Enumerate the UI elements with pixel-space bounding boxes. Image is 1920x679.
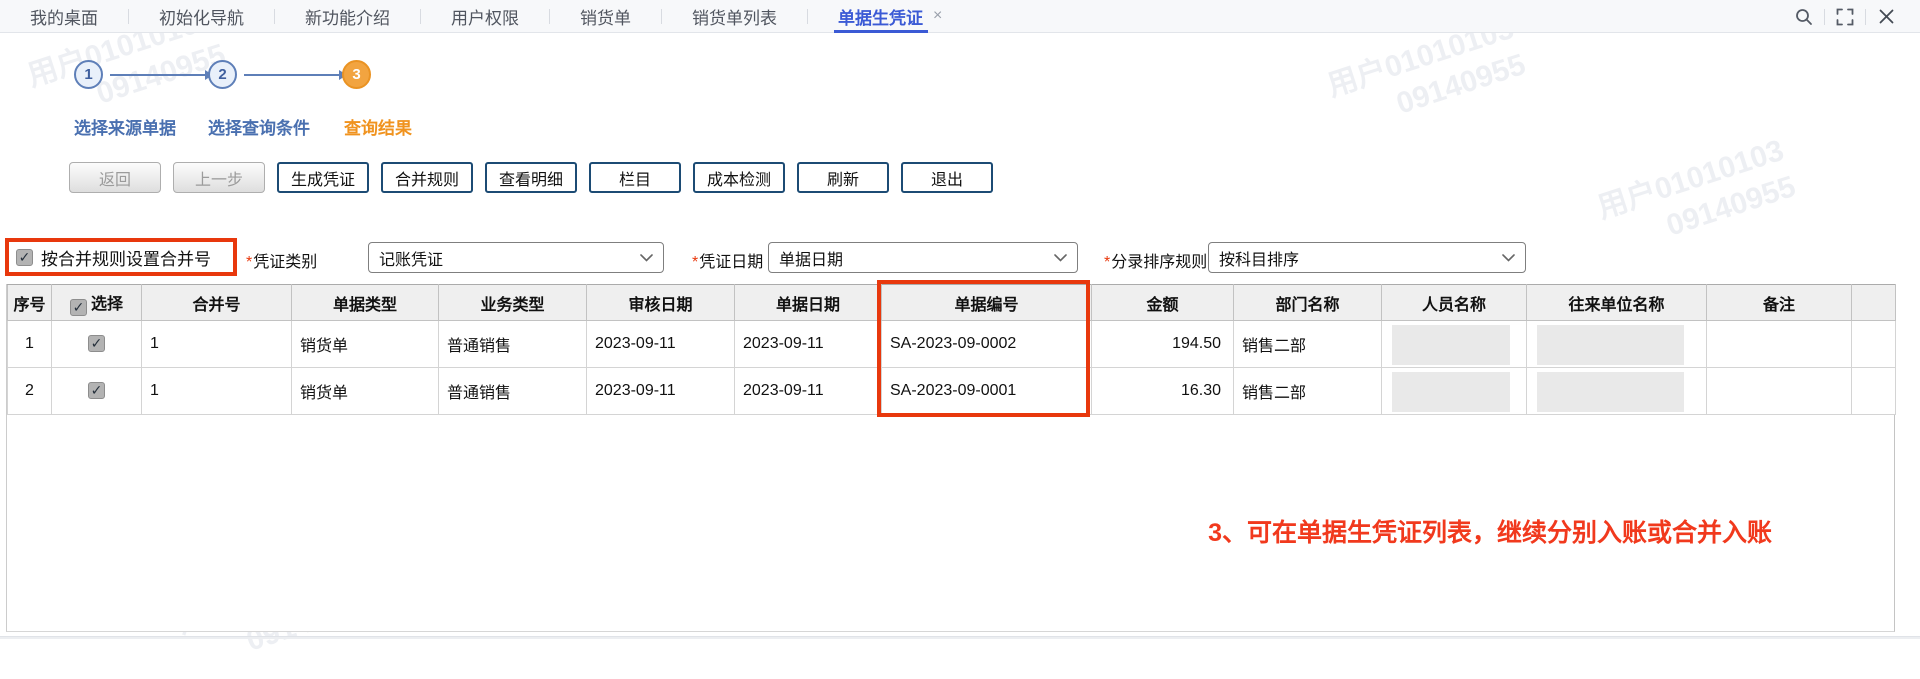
cell-seq: 2: [8, 368, 52, 415]
cell-biz-type: 普通销售: [439, 321, 587, 368]
result-table: 序号 ✓选择 合并号 单据类型 业务类型 审核日期 单据日期 单据编号 金额 部…: [6, 284, 1895, 632]
select-all-checkbox[interactable]: ✓: [70, 299, 87, 316]
row-checkbox[interactable]: ✓: [88, 335, 105, 352]
entry-sort-rule-label: *分录排序规则: [1104, 248, 1207, 272]
col-remark[interactable]: 备注: [1707, 285, 1852, 321]
chevron-down-icon: [1054, 254, 1067, 262]
annotation-text: 3、可在单据生凭证列表，继续分别入账或合并入账: [1208, 513, 1772, 549]
cell-select: ✓: [52, 321, 142, 368]
toolbar: 返回 上一步 生成凭证 合并规则 查看明细 栏目 成本检测 刷新 退出: [69, 162, 993, 193]
merge-rule-checkbox-label: 按合并规则设置合并号: [41, 245, 211, 270]
chevron-down-icon: [1502, 254, 1515, 262]
cell-doc-date: 2023-09-11: [735, 368, 882, 415]
prev-step-button[interactable]: 上一步: [173, 162, 265, 193]
cell-doc-date: 2023-09-11: [735, 321, 882, 368]
step-arrow-icon: [110, 74, 206, 76]
cell-remark: [1707, 368, 1852, 415]
col-spare: [1852, 285, 1896, 321]
cost-check-button[interactable]: 成本检测: [693, 162, 785, 193]
generate-voucher-button[interactable]: 生成凭证: [277, 162, 369, 193]
tab-close-icon[interactable]: ×: [933, 7, 942, 25]
redacted-block: [1537, 372, 1684, 412]
tab-bar: 我的桌面 初始化导航 新功能介绍 用户权限 销货单 销货单列表 单据生凭证 ×: [0, 0, 1920, 33]
voucher-date-label: *凭证日期: [692, 248, 763, 272]
step-2-circle: 2: [208, 60, 237, 89]
cell-doc-type: 销货单: [292, 368, 439, 415]
cell-amount: 16.30: [1092, 368, 1234, 415]
table-header-row: 序号 ✓选择 合并号 单据类型 业务类型 审核日期 单据日期 单据编号 金额 部…: [8, 285, 1896, 321]
step-2-label: 选择查询条件: [208, 114, 310, 139]
col-person[interactable]: 人员名称: [1382, 285, 1527, 321]
cell-audit-date: 2023-09-11: [587, 321, 735, 368]
tab-sales-order-list[interactable]: 销货单列表: [662, 0, 807, 33]
cell-merge-no: 1: [142, 368, 292, 415]
cell-partner: [1527, 321, 1707, 368]
cell-biz-type: 普通销售: [439, 368, 587, 415]
cell-audit-date: 2023-09-11: [587, 368, 735, 415]
tab-sales-order[interactable]: 销货单: [550, 0, 661, 33]
refresh-button[interactable]: 刷新: [797, 162, 889, 193]
chevron-down-icon: [640, 254, 653, 262]
cell-remark: [1707, 321, 1852, 368]
voucher-type-label: *凭证类别: [246, 248, 317, 272]
step-3-circle: 3: [342, 60, 371, 89]
col-audit-date[interactable]: 审核日期: [587, 285, 735, 321]
close-icon[interactable]: [1866, 0, 1906, 33]
fullscreen-icon[interactable]: [1825, 0, 1865, 33]
voucher-type-select[interactable]: 记账凭证: [368, 242, 664, 273]
back-button[interactable]: 返回: [69, 162, 161, 193]
redacted-block: [1392, 325, 1510, 365]
table-row[interactable]: 2 ✓ 1 销货单 普通销售 2023-09-11 2023-09-11 SA-…: [8, 368, 1896, 415]
cell-person: [1382, 368, 1527, 415]
cell-doc-no: SA-2023-09-0002: [882, 321, 1092, 368]
entry-sort-rule-select[interactable]: 按科目排序: [1208, 242, 1526, 273]
topbar-icons: [1784, 0, 1906, 33]
col-doc-no[interactable]: 单据编号: [882, 285, 1092, 321]
step-1-circle: 1: [74, 60, 103, 89]
view-detail-button[interactable]: 查看明细: [485, 162, 577, 193]
cell-merge-no: 1: [142, 321, 292, 368]
active-tab-underline: [834, 30, 928, 33]
tab-user-permissions[interactable]: 用户权限: [421, 0, 549, 33]
col-doc-date[interactable]: 单据日期: [735, 285, 882, 321]
step-arrow-icon: [244, 74, 340, 76]
watermark: 用户01010103 09140955: [1593, 132, 1800, 264]
cell-dept: 销售二部: [1234, 321, 1382, 368]
cell-doc-type: 销货单: [292, 321, 439, 368]
table-row[interactable]: 1 ✓ 1 销货单 普通销售 2023-09-11 2023-09-11 SA-…: [8, 321, 1896, 368]
merge-rules-button[interactable]: 合并规则: [381, 162, 473, 193]
row-checkbox[interactable]: ✓: [88, 382, 105, 399]
cell-dept: 销售二部: [1234, 368, 1382, 415]
col-merge-no[interactable]: 合并号: [142, 285, 292, 321]
col-seq[interactable]: 序号: [8, 285, 52, 321]
merge-rule-checkbox-highlight: ✓ 按合并规则设置合并号: [5, 238, 237, 276]
tab-doc-to-voucher[interactable]: 单据生凭证 ×: [808, 0, 972, 33]
col-doc-type[interactable]: 单据类型: [292, 285, 439, 321]
voucher-date-select[interactable]: 单据日期: [768, 242, 1078, 273]
cell-amount: 194.50: [1092, 321, 1234, 368]
tab-init-nav[interactable]: 初始化导航: [129, 0, 274, 33]
col-dept[interactable]: 部门名称: [1234, 285, 1382, 321]
exit-button[interactable]: 退出: [901, 162, 993, 193]
redacted-block: [1537, 325, 1684, 365]
col-biz-type[interactable]: 业务类型: [439, 285, 587, 321]
search-icon[interactable]: [1784, 0, 1824, 33]
tab-my-desktop[interactable]: 我的桌面: [0, 0, 128, 33]
tab-new-features[interactable]: 新功能介绍: [275, 0, 420, 33]
step-3-label: 查询结果: [344, 114, 412, 139]
columns-button[interactable]: 栏目: [589, 162, 681, 193]
cell-seq: 1: [8, 321, 52, 368]
cell-person: [1382, 321, 1527, 368]
col-partner[interactable]: 往来单位名称: [1527, 285, 1707, 321]
col-select[interactable]: ✓选择: [52, 285, 142, 321]
step-1-label: 选择来源单据: [74, 114, 176, 139]
merge-rule-checkbox[interactable]: ✓: [16, 249, 33, 266]
col-amount[interactable]: 金额: [1092, 285, 1234, 321]
cell-partner: [1527, 368, 1707, 415]
redacted-block: [1392, 372, 1510, 412]
cell-select: ✓: [52, 368, 142, 415]
cell-doc-no: SA-2023-09-0001: [882, 368, 1092, 415]
